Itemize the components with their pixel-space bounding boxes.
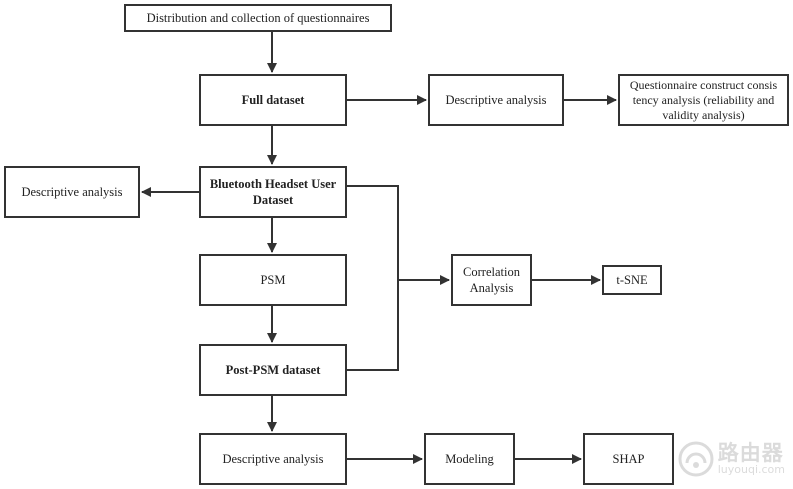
node-construct-consistency-label: Questionnaire construct consis tency ana… [629,77,778,122]
node-distribution-label: Distribution and collection of questionn… [146,11,370,25]
node-modeling: Modeling [424,433,515,485]
node-correlation: Correlation Analysis [451,254,532,306]
watermark: 路由器 luyouqi.com [678,441,785,477]
node-post-psm: Post-PSM dataset [199,344,347,396]
router-logo-icon [678,441,714,477]
node-full-dataset: Full dataset [199,74,347,126]
node-psm: PSM [199,254,347,306]
node-construct-consistency: Questionnaire construct consis tency ana… [618,74,789,126]
node-correlation-label: Correlation Analysis [463,265,520,295]
node-descriptive-post: Descriptive analysis [199,433,347,485]
node-descriptive-full: Descriptive analysis [428,74,564,126]
edge-post-psm-to-correlation [347,280,399,371]
node-descriptive-bluetooth-label: Descriptive analysis [21,185,123,199]
node-modeling-label: Modeling [445,452,494,466]
node-psm-label: PSM [260,273,286,287]
node-distribution: Distribution and collection of questionn… [124,4,392,32]
node-shap: SHAP [583,433,674,485]
node-tsne-label: t-SNE [616,273,648,287]
node-bluetooth-dataset: Bluetooth Headset User Dataset [199,166,347,218]
node-descriptive-full-label: Descriptive analysis [445,93,547,107]
node-bluetooth-dataset-label: Bluetooth Headset User Dataset [209,177,337,207]
watermark-name: 路由器 [717,441,784,465]
node-descriptive-bluetooth: Descriptive analysis [4,166,140,218]
node-tsne: t-SNE [602,265,662,295]
edge-bluetooth-dataset-to-correlation [347,185,450,285]
node-post-psm-label: Post-PSM dataset [225,363,321,377]
watermark-url: luyouqi.com [717,463,785,476]
node-descriptive-post-label: Descriptive analysis [222,452,324,466]
node-shap-label: SHAP [612,452,645,466]
node-full-dataset-label: Full dataset [241,93,305,107]
